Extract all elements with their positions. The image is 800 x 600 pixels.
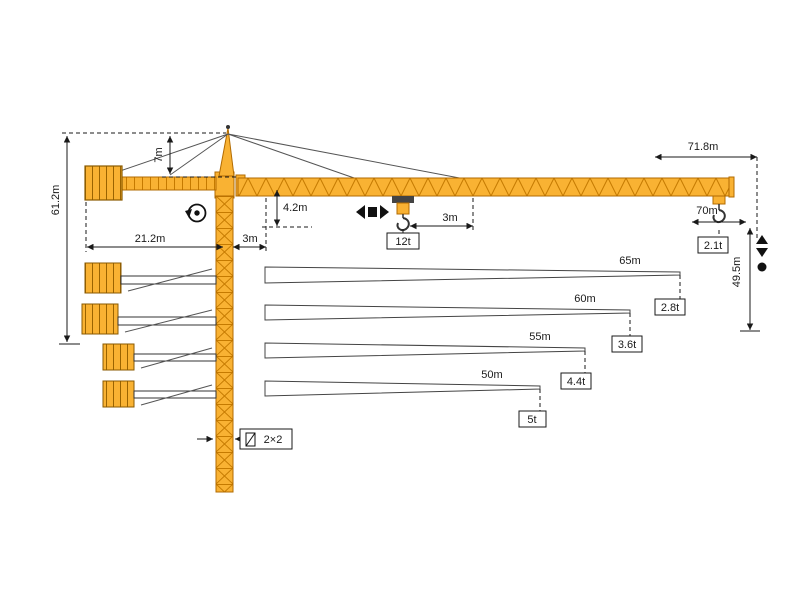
dimension-overall-length: 71.8m xyxy=(655,141,758,240)
dimension-counterjib-radius: 21.2m xyxy=(85,202,223,252)
jib-length-label: 65m xyxy=(619,255,640,267)
max-capacity-box xyxy=(386,232,420,250)
capacity-box xyxy=(654,298,686,316)
jib xyxy=(237,177,734,197)
front-offset-label: 3m xyxy=(242,233,257,245)
dimension-hook-offset: 3m xyxy=(410,198,474,232)
jib-profile xyxy=(264,266,681,284)
total-height-label: 61.2m xyxy=(50,185,62,216)
trolley-square-icon xyxy=(368,207,377,217)
max-radius-label: 70m xyxy=(696,205,717,217)
tie-line xyxy=(140,347,213,369)
apex-height-label: 7m xyxy=(153,147,165,162)
hook-block xyxy=(396,202,410,215)
counterjib-beam xyxy=(133,353,217,362)
trolley-travel-icon xyxy=(356,205,389,219)
jib-option-55m: 55m 4.4t xyxy=(264,331,592,390)
tip-capacity-label: 2.1t xyxy=(704,240,722,252)
jib-section-height-label: 4.2m xyxy=(283,202,307,214)
jib-option-60m: 60m 3.6t xyxy=(264,293,643,353)
capacity-box xyxy=(560,372,592,390)
right-arrow-icon xyxy=(380,205,389,219)
max-capacity-label: 12t xyxy=(395,236,410,248)
capacity-label: 3.6t xyxy=(618,339,636,351)
apex-tip xyxy=(226,125,230,129)
left-arrow-icon xyxy=(356,205,365,219)
callout-tip-capacity: 2.1t xyxy=(697,230,729,254)
jib-option-65m: 65m 2.8t xyxy=(264,255,686,316)
hook-curve xyxy=(396,217,410,232)
callout-max-capacity: 12t xyxy=(386,229,420,250)
mast-section-callout: 2×2 xyxy=(197,428,293,450)
jib-profile xyxy=(264,380,541,397)
tower-apex xyxy=(218,127,235,177)
counterweight-block xyxy=(102,380,135,408)
counterweight-block xyxy=(84,165,123,201)
jib-profile xyxy=(264,304,631,321)
slewing-dot xyxy=(194,210,200,216)
hoist-icon xyxy=(756,235,768,272)
overall-length-label: 71.8m xyxy=(688,141,719,153)
capacity-box xyxy=(611,335,643,353)
counter-jib xyxy=(117,176,217,191)
mast-section-label: 2×2 xyxy=(264,434,283,446)
slewing-icon xyxy=(185,203,207,223)
dimension-front-offset: 3m xyxy=(233,198,267,252)
hoist-dot-icon xyxy=(757,262,767,272)
counterweight-option-2 xyxy=(81,303,217,335)
capacity-label: 4.4t xyxy=(567,376,585,388)
dimension-apex-height: 7m xyxy=(62,132,236,178)
dimension-max-radius: 70m xyxy=(692,205,746,226)
tie-line xyxy=(127,268,213,292)
mast-section-icon-diagonal xyxy=(245,432,256,447)
counterweight-block xyxy=(81,303,119,335)
dimension-jib-section-height: 4.2m xyxy=(262,190,312,228)
counterweight-block xyxy=(84,262,122,294)
jib-tip-plate xyxy=(728,176,735,198)
counterweight-option-4 xyxy=(102,380,217,408)
crane-structure xyxy=(84,125,735,493)
jib-length-label: 60m xyxy=(574,293,595,305)
mast-section-icon xyxy=(245,432,256,447)
tip-pulley-block xyxy=(712,195,726,205)
jib-length-label: 55m xyxy=(529,331,550,343)
pendant-lines xyxy=(119,133,471,181)
down-arrow-icon xyxy=(756,248,768,257)
jib-profile xyxy=(264,342,586,359)
dimension-total-height: 61.2m xyxy=(50,136,80,345)
counterjib-radius-label: 21.2m xyxy=(135,233,166,245)
tie-line xyxy=(140,384,213,406)
jib-option-50m: 50m 5t xyxy=(264,369,547,428)
trolley xyxy=(392,196,414,203)
dimension-hook-height: 49.5m xyxy=(731,228,760,332)
hook-height-label: 49.5m xyxy=(731,257,743,288)
counterweight-option-1 xyxy=(84,262,217,294)
tower-mast xyxy=(215,195,234,493)
up-arrow-icon xyxy=(756,235,768,244)
capacity-label: 5t xyxy=(527,414,536,426)
counterjib-beam xyxy=(133,390,217,399)
tie-line xyxy=(124,309,213,333)
tip-capacity-box xyxy=(697,236,729,254)
counterweight-option-3 xyxy=(102,343,217,371)
capacity-label: 2.8t xyxy=(661,302,679,314)
hook-offset-label: 3m xyxy=(442,212,457,224)
slewing-arrowhead xyxy=(185,209,192,218)
trolley-hook xyxy=(392,196,414,232)
jib-length-label: 50m xyxy=(481,369,502,381)
counterweight-block xyxy=(102,343,135,371)
capacity-box xyxy=(518,410,547,428)
